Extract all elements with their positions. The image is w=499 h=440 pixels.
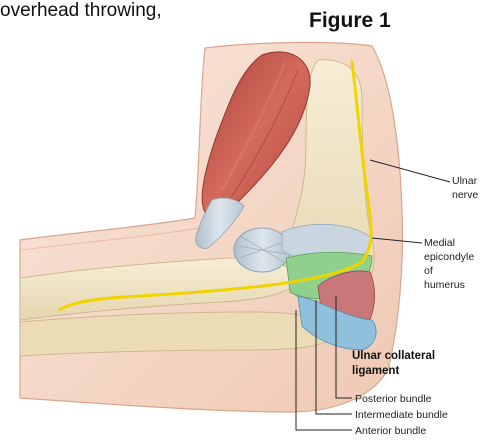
label-intermediate-bundle: Intermediate bundle <box>355 409 448 421</box>
label-medial-epicondyle-1: Medial <box>424 237 455 249</box>
label-ucl-2: ligament <box>352 365 399 377</box>
label-ucl-1: Ulnar collateral <box>352 350 435 362</box>
label-medial-epicondyle-2: epicondyle <box>424 251 474 263</box>
label-ulnar-nerve-1: Ulnar <box>452 175 478 187</box>
label-ulnar-nerve-2: nerve <box>452 189 478 201</box>
label-medial-epicondyle-3: of <box>424 265 433 277</box>
label-medial-epicondyle-4: humerus <box>424 279 465 291</box>
label-posterior-bundle: Posterior bundle <box>355 393 432 405</box>
label-anterior-bundle: Anterior bundle <box>355 425 426 437</box>
